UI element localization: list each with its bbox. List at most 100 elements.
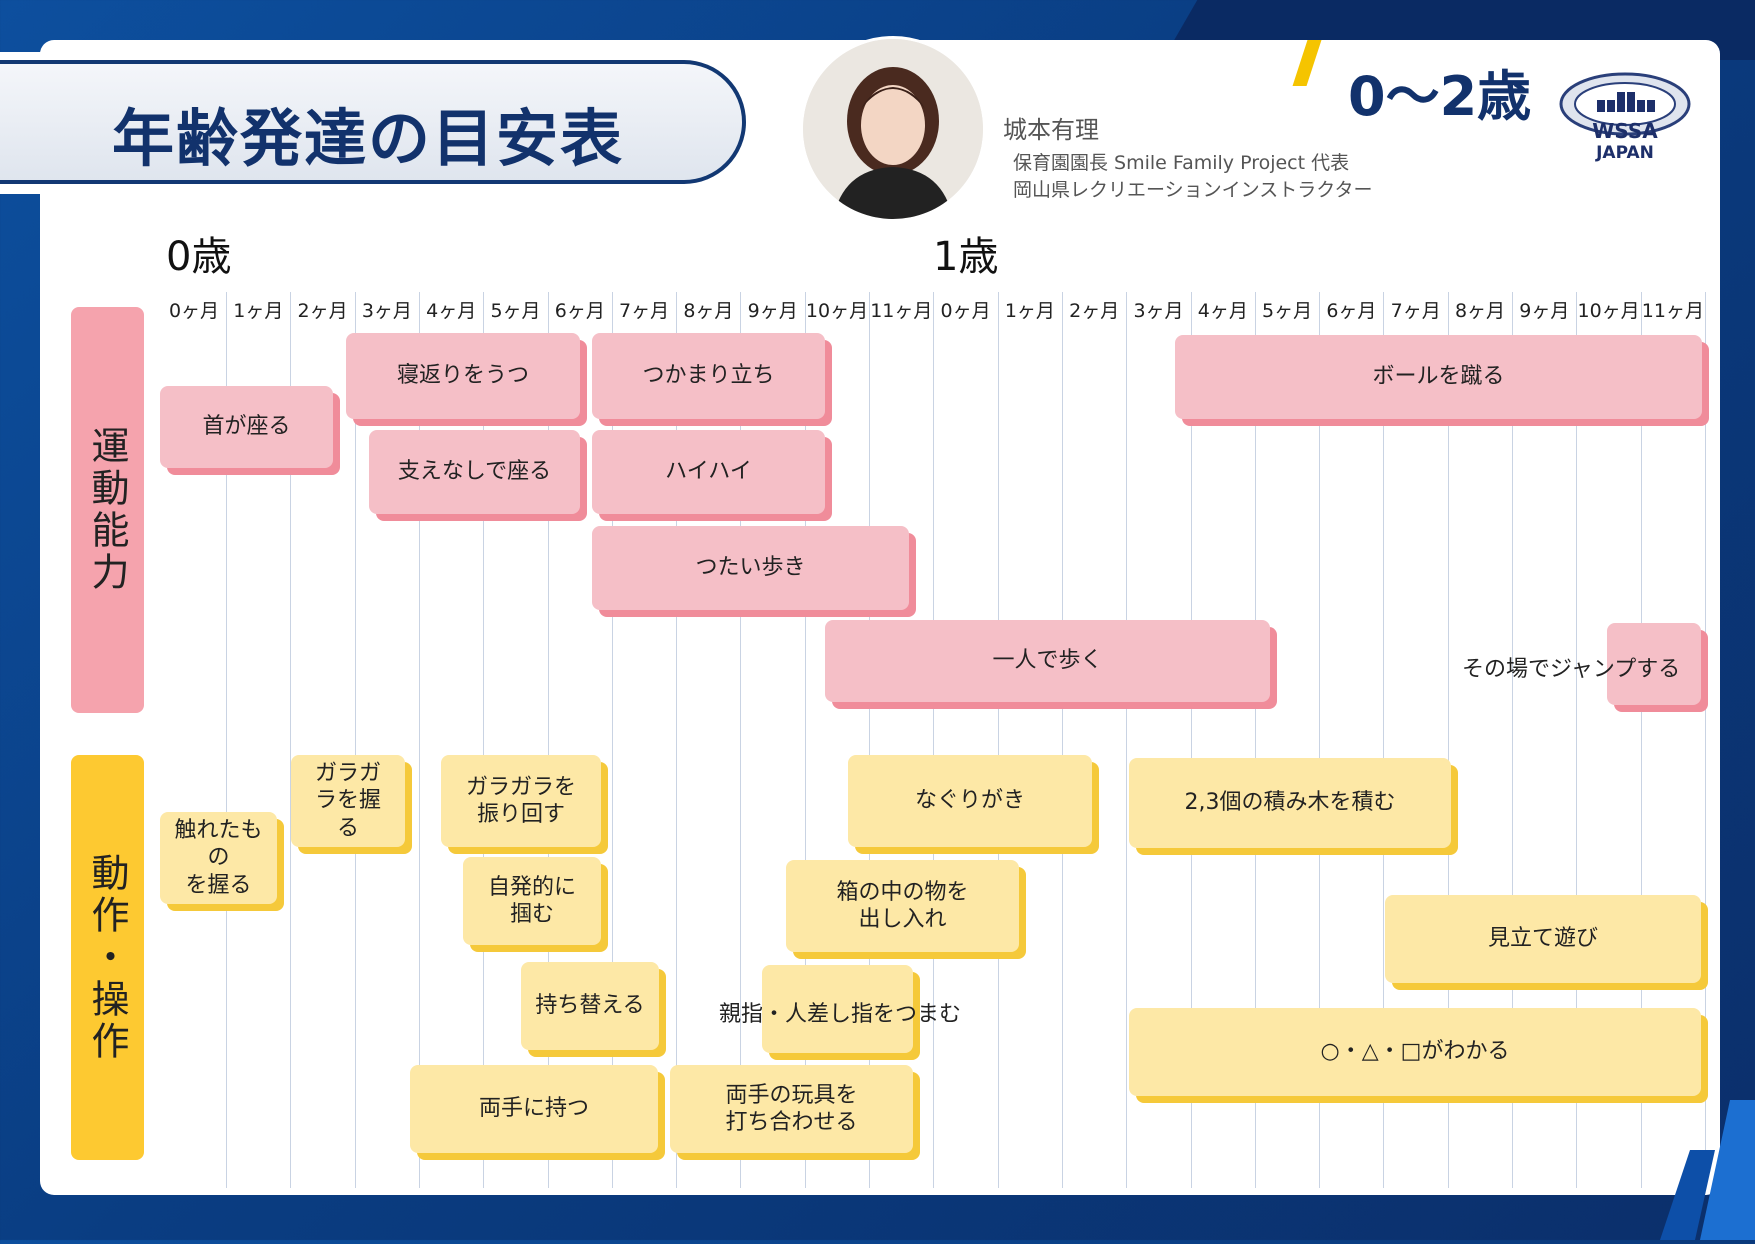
month-label: 5ヶ月 <box>1262 300 1313 322</box>
milestone-label: 一人で歩く <box>992 648 1103 674</box>
grid-line <box>1190 292 1192 1188</box>
month-label: 0ヶ月 <box>940 300 991 322</box>
milestone-label: 自発的に 掴む <box>487 874 576 928</box>
month-label: 7ヶ月 <box>1390 300 1441 322</box>
milestone-label: 両手の玩具を 打ち合わせる <box>725 1082 858 1136</box>
milestone-bar: 自発的に 掴む <box>463 857 601 945</box>
wssa-logo: WSSA JAPAN <box>1555 70 1695 170</box>
milestone-label: 両手に持つ <box>478 1096 589 1122</box>
grid-line <box>1126 292 1128 1188</box>
month-label: 7ヶ月 <box>619 300 670 322</box>
grid-line <box>740 292 742 1188</box>
month-label: 2ヶ月 <box>297 300 348 322</box>
month-label: 8ヶ月 <box>683 300 734 322</box>
milestone-bar: 持ち替える <box>521 962 659 1050</box>
month-label: 4ヶ月 <box>426 300 477 322</box>
category-motor-label: 運動能力 <box>85 426 129 594</box>
grid-line <box>1640 292 1642 1188</box>
grid-line <box>1512 292 1513 1188</box>
milestone-bar: なぐりがき <box>848 755 1092 847</box>
month-label: 10ヶ月 <box>805 300 869 322</box>
month-label: 5ヶ月 <box>490 300 541 322</box>
grid-line <box>1254 292 1256 1188</box>
grid-line <box>1704 292 1706 1188</box>
milestone-bar: ガラガ ラを握 る <box>291 755 405 847</box>
author-title-2: 岡山県レクリエーションインストラクター <box>1013 179 1373 201</box>
milestone-bar: ガラガラを 振り回す <box>441 755 601 847</box>
month-label: 1ヶ月 <box>233 300 284 322</box>
month-label: 6ヶ月 <box>554 300 605 322</box>
milestone-bar: 触れたもの を握る <box>160 812 277 904</box>
milestone-bar: 箱の中の物を 出し入れ <box>786 860 1019 952</box>
milestone-label: 持ち替える <box>535 993 645 1019</box>
grid-line <box>418 292 420 1188</box>
milestone-bar: つかまり立ち <box>592 333 825 419</box>
age-range-label: 0～2歳 <box>1348 65 1532 128</box>
month-label: 11ヶ月 <box>1641 300 1704 322</box>
milestone-bar: 両手の玩具を 打ち合わせる <box>670 1065 913 1153</box>
month-label: 6ヶ月 <box>1326 300 1377 322</box>
milestone-bar: ○・△・□がわかる <box>1129 1008 1701 1096</box>
author-title-1: 保育園園長 Smile Family Project 代表 <box>1013 152 1350 174</box>
grid-line <box>611 292 613 1188</box>
grid-line <box>290 292 292 1188</box>
year-label-0: 0歳 <box>166 234 232 280</box>
year-label-1: 1歳 <box>933 234 999 280</box>
milestone-bar: 2,3個の積み木を積む <box>1129 758 1451 848</box>
milestone-label: なぐりがき <box>914 788 1025 814</box>
milestone-bar: 両手に持つ <box>410 1065 658 1153</box>
milestone-label: ○・△・□がわかる <box>1320 1039 1510 1065</box>
milestone-label: 親指・人差し指をつまむ <box>719 1002 962 1027</box>
month-label: 4ヶ月 <box>1197 300 1248 322</box>
milestone-label: つかまり立ち <box>642 363 775 389</box>
milestone-label: その場でジャンプする <box>1462 657 1681 682</box>
milestone-label: 寝返りをうつ <box>396 363 529 389</box>
grid-line <box>1319 292 1321 1188</box>
milestone-bar: 寝返りをうつ <box>346 333 580 419</box>
milestone-label: 見立て遊び <box>1487 926 1598 952</box>
month-label: 9ヶ月 <box>1519 300 1570 322</box>
grid-line <box>1061 292 1063 1188</box>
grid-line <box>869 292 870 1188</box>
author-name: 城本有理 <box>1003 116 1099 144</box>
grid-line <box>1383 292 1385 1188</box>
grid-line <box>804 292 806 1188</box>
milestone-label: 支えなしで座る <box>397 459 552 485</box>
milestone-bar: 支えなしで座る <box>369 430 580 514</box>
milestone-label: ガラガ ラを握 る <box>314 760 381 841</box>
month-label: 0ヶ月 <box>168 300 220 322</box>
month-label: 9ヶ月 <box>747 300 798 322</box>
milestone-label: つたい歩き <box>695 555 806 581</box>
milestone-bar: 見立て遊び <box>1385 895 1701 983</box>
grid-line <box>1576 292 1578 1188</box>
milestone-bar <box>762 965 913 1053</box>
milestone-bar: 首が座る <box>160 386 333 468</box>
category-motor: 運動能力 <box>71 307 144 713</box>
grid-line <box>483 292 485 1188</box>
page-title: 年齢発達の目安表 <box>112 102 625 175</box>
author-photo <box>800 36 986 222</box>
milestone-bar: 一人で歩く <box>825 620 1270 702</box>
title-banner <box>0 60 746 184</box>
month-label: 3ヶ月 <box>361 300 412 322</box>
month-label: 10ヶ月 <box>1577 300 1640 322</box>
category-manipulation-label: 動作・操作 <box>85 852 129 1063</box>
grid-line <box>354 292 356 1188</box>
month-label: 2ヶ月 <box>1069 300 1120 322</box>
milestone-bar: つたい歩き <box>592 526 909 610</box>
grid-line <box>547 292 549 1188</box>
milestone-bar <box>1607 623 1701 705</box>
grid-line <box>933 292 935 1188</box>
svg-text:WSSA: WSSA <box>1592 119 1658 143</box>
category-manipulation: 動作・操作 <box>71 755 144 1160</box>
corner-decoration <box>1660 1100 1755 1240</box>
milestone-label: ボールを蹴る <box>1372 364 1505 390</box>
grid-line <box>226 292 227 1188</box>
milestone-label: ハイハイ <box>665 459 752 485</box>
month-label: 11ヶ月 <box>870 300 933 322</box>
grid-line <box>676 292 678 1188</box>
milestone-label: 触れたもの を握る <box>174 817 263 898</box>
milestone-label: 首が座る <box>202 414 291 440</box>
grid-line <box>997 292 999 1188</box>
month-label: 1ヶ月 <box>1004 300 1055 322</box>
